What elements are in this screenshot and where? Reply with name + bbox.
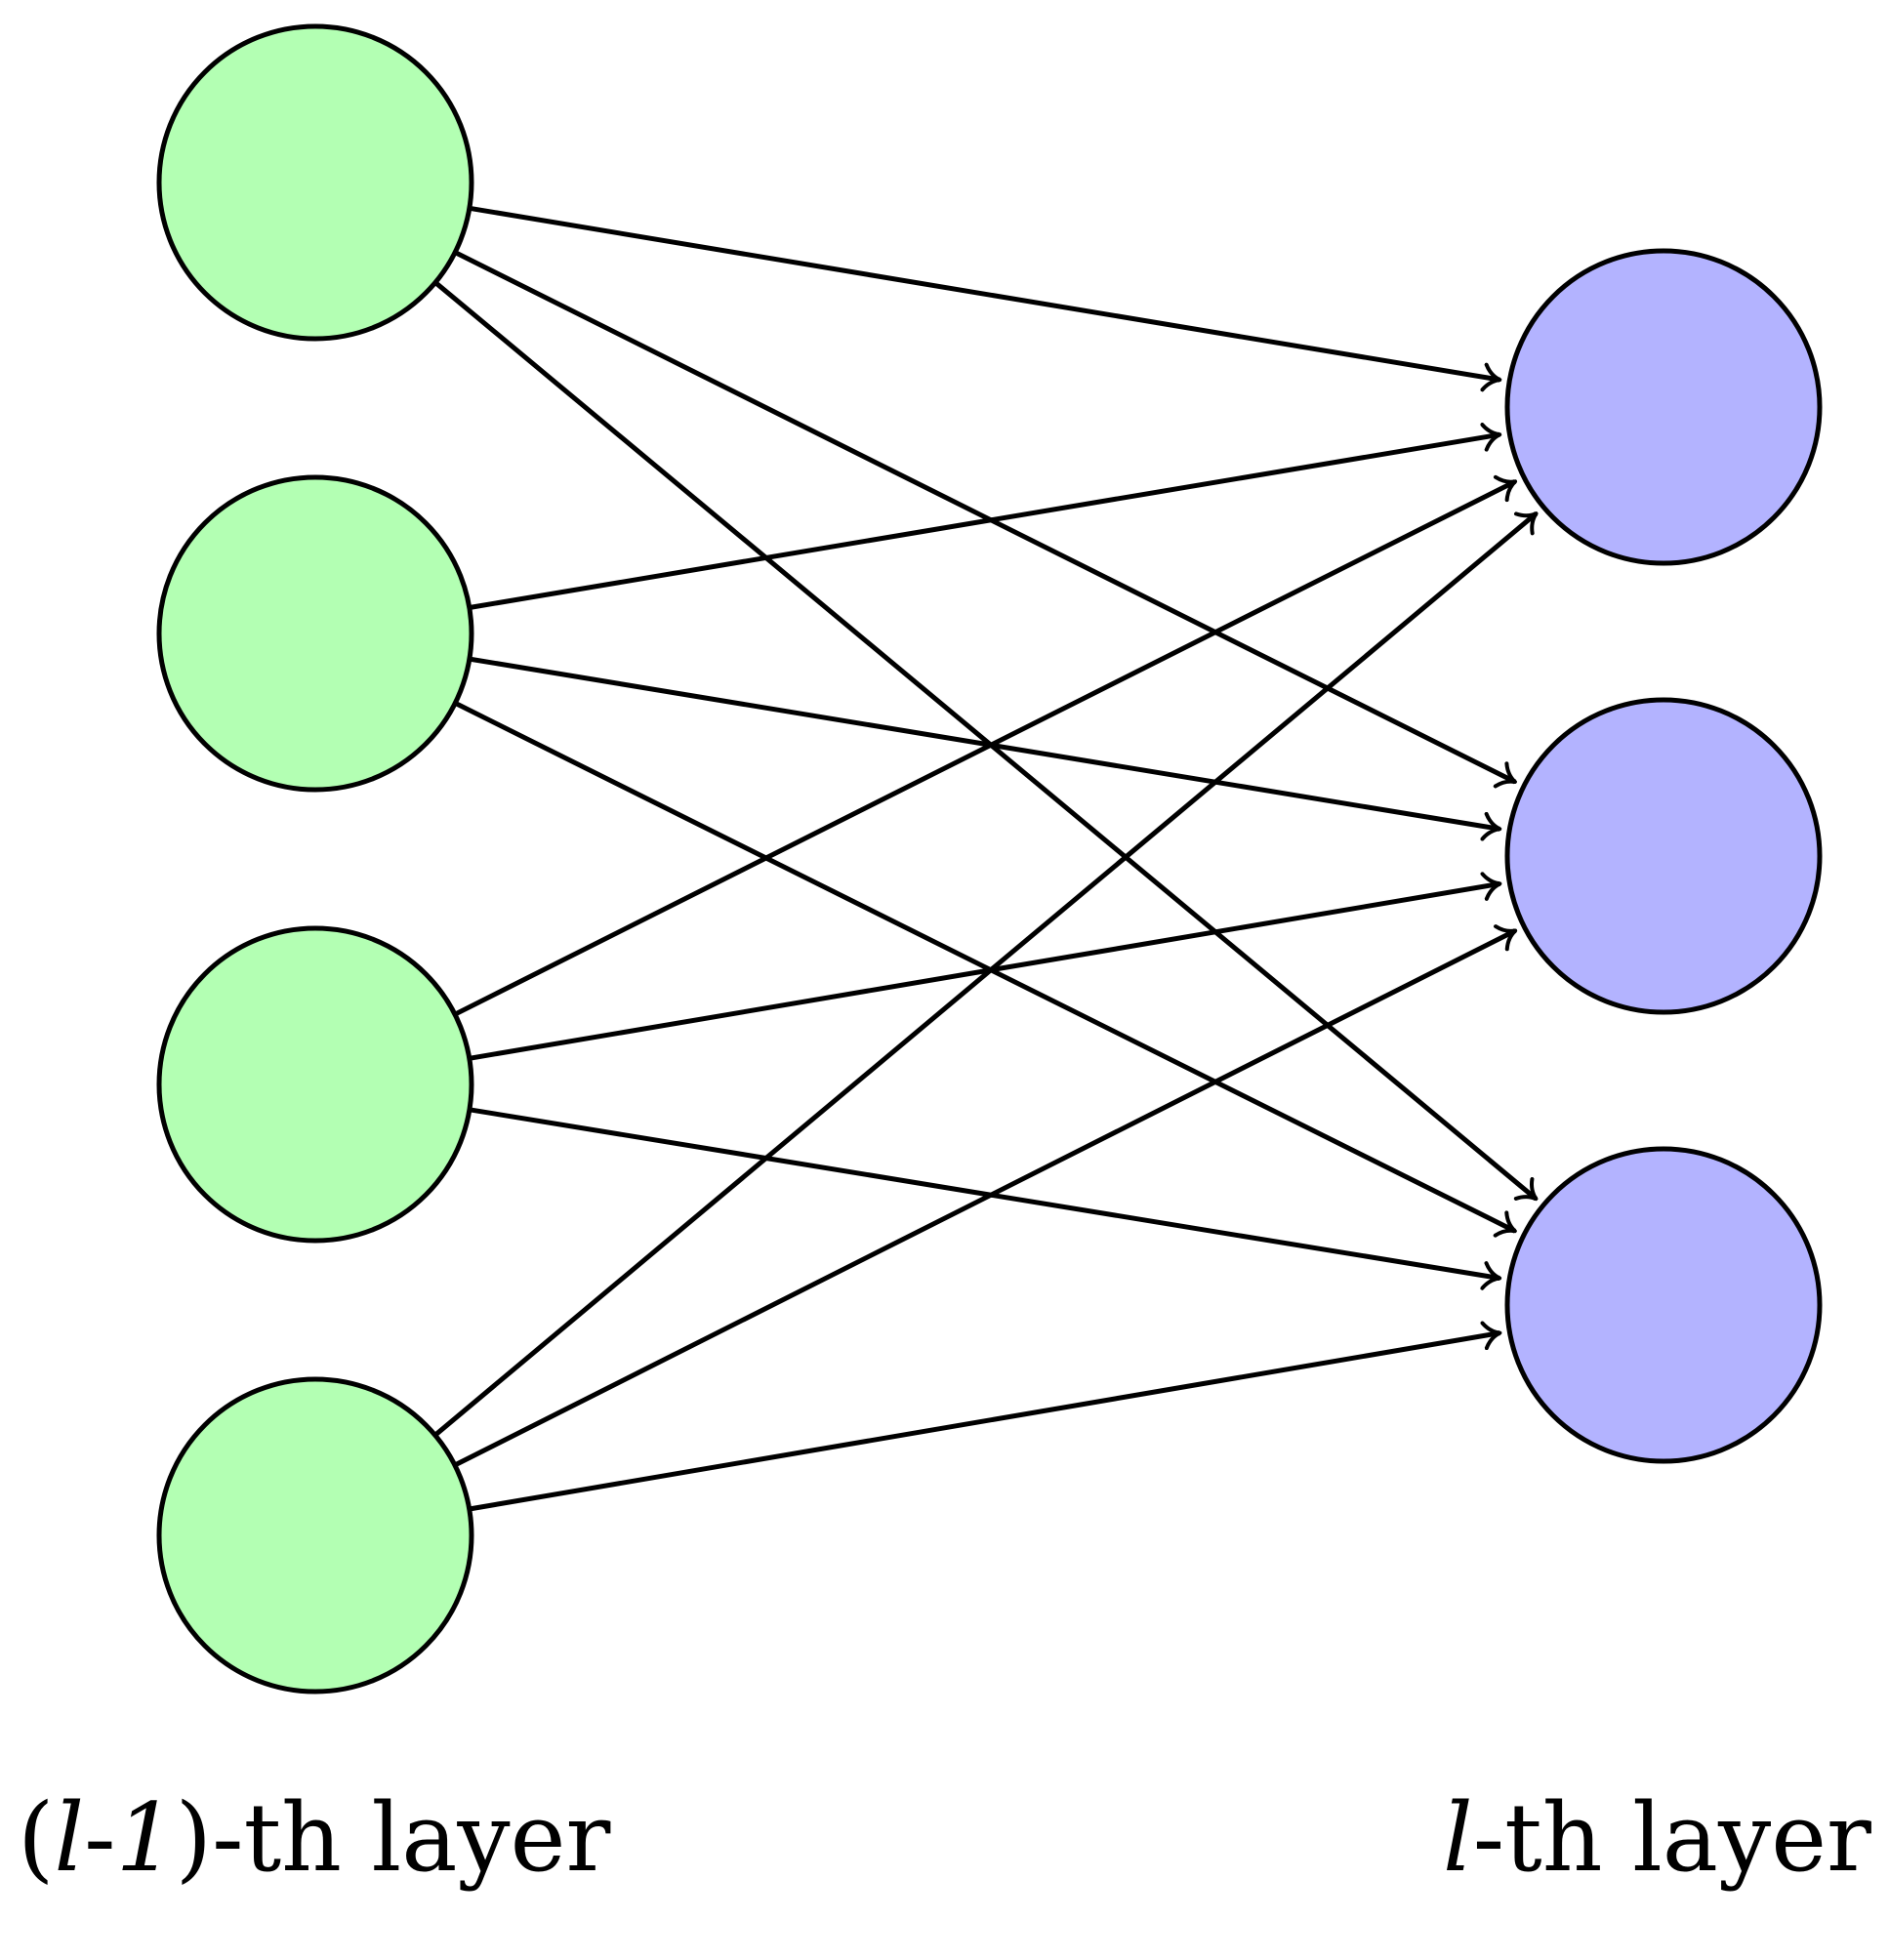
input-neuron-1	[156, 23, 474, 342]
connection-arrow-3-3	[469, 1107, 1502, 1290]
connection-arrow-4-1	[433, 511, 1539, 1438]
output-neuron-2	[1504, 697, 1823, 1015]
input-neuron-4	[156, 1376, 474, 1695]
neurons	[156, 23, 1823, 1695]
input-layer-label: (l-1)-th layer	[18, 1791, 610, 1885]
connection-arrow-1-1	[469, 205, 1502, 392]
connections	[433, 205, 1539, 1512]
connection-arrow-4-2	[453, 924, 1518, 1468]
label-close-paren: )	[175, 1783, 213, 1893]
output-layer-label: l-th layer	[1443, 1791, 1871, 1885]
input-neuron-3	[156, 925, 474, 1244]
label-suffix: -th layer	[1472, 1783, 1871, 1893]
label-one: 1	[115, 1783, 176, 1893]
connection-arrow-3-1	[453, 474, 1518, 1017]
label-suffix: -th layer	[212, 1783, 611, 1893]
label-open-paren: (	[18, 1783, 55, 1893]
connection-arrow-3-2	[469, 872, 1502, 1061]
output-neuron-1	[1504, 248, 1823, 566]
label-dash: -	[84, 1783, 116, 1893]
output-neuron-3	[1504, 1146, 1823, 1464]
connection-arrow-2-3	[454, 701, 1517, 1238]
connection-arrow-2-1	[469, 423, 1502, 610]
input-neuron-2	[156, 474, 474, 793]
connection-arrow-2-2	[469, 656, 1502, 841]
connection-arrow-4-3	[469, 1321, 1502, 1512]
connection-arrow-1-3	[433, 280, 1539, 1202]
label-var: l	[1443, 1783, 1473, 1893]
connection-arrow-1-2	[453, 250, 1517, 789]
label-var: l	[54, 1783, 85, 1893]
